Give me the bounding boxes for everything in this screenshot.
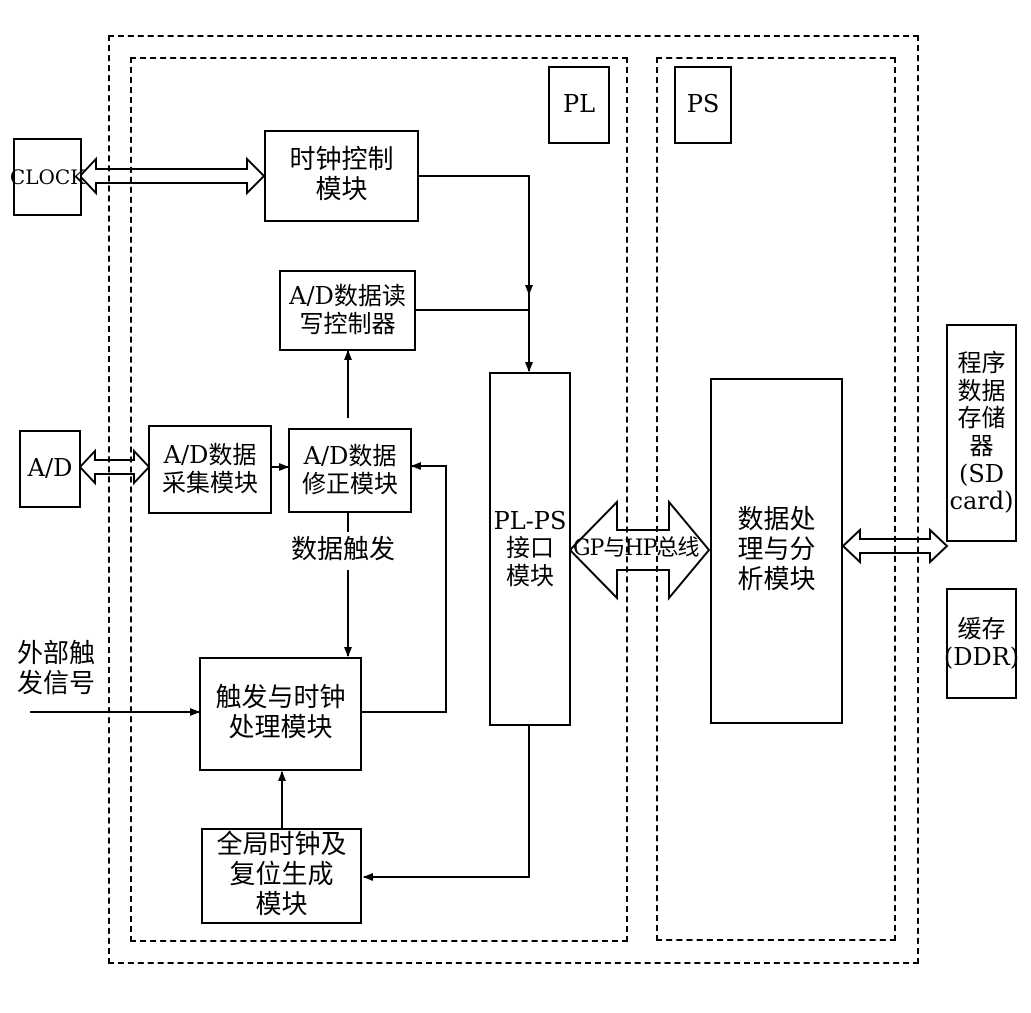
ad-collect-module: A/D数据 采集模块	[148, 425, 272, 514]
clock-control-module: 时钟控制 模块	[264, 130, 419, 222]
data-processing-module: 数据处 理与分 析模块	[710, 378, 843, 724]
clock-block: CLOCK	[10, 138, 85, 216]
plps-to-global-arrow	[363, 726, 530, 881]
trigger-clock-module: 触发与时钟 处理模块	[199, 657, 362, 771]
gp-hp-bus-label: GP与HP总线	[573, 536, 699, 561]
ad-fix-module: A/D数据 修正模块	[288, 428, 412, 513]
pl-region-label: PL	[548, 66, 610, 144]
sd-card-storage: 程序 数据 存储 器 (SD card)	[946, 324, 1017, 542]
ps-region-label: PS	[674, 66, 732, 144]
clock-ctrl-to-plps-line	[418, 175, 533, 295]
trig-clk-feedback-arrow	[362, 462, 447, 713]
external-trigger-label: 外部触 发信号	[17, 639, 96, 699]
gp-hp-bus-arrow	[568, 499, 711, 601]
global-clock-reset-module: 全局时钟及 复位生成 模块	[201, 828, 362, 924]
pl-ps-interface-module: PL-PS 接口 模块	[489, 372, 571, 726]
data-trigger-label: 数据触发	[291, 535, 396, 566]
ad-converter: A/D	[19, 430, 81, 508]
pl-region	[130, 57, 628, 942]
ddr-cache: 缓存 (DDR)	[944, 588, 1019, 699]
system-boundary	[108, 35, 919, 964]
ps-region	[656, 57, 896, 941]
ad-rw-controller: A/D数据读 写控制器	[279, 270, 416, 351]
